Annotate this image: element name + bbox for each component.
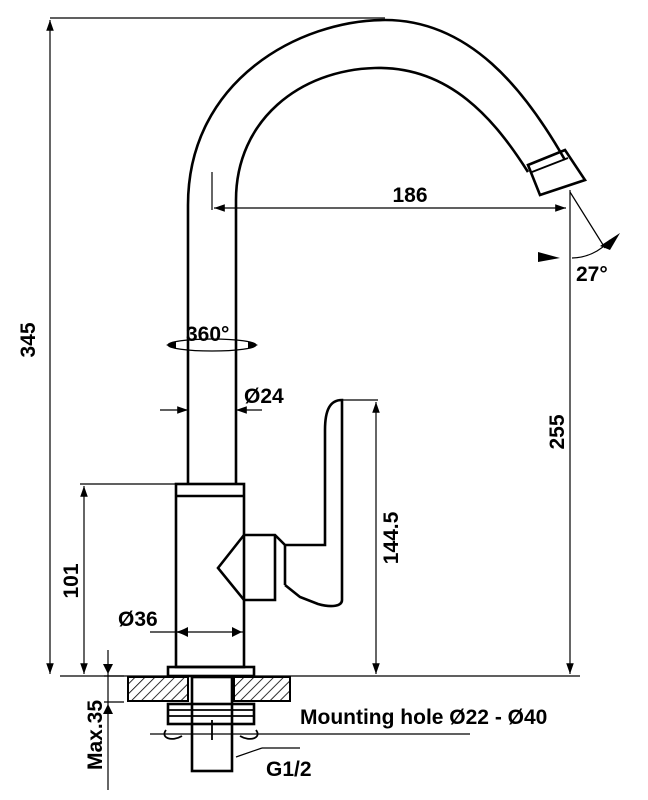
handle-height-label: 144.5 xyxy=(380,511,403,564)
body-height-label: 101 xyxy=(60,563,83,598)
rotation-label: 360° xyxy=(186,323,229,346)
spout-inner-edge xyxy=(234,66,530,484)
mounting-nut xyxy=(166,702,256,726)
countertop-left xyxy=(127,676,189,702)
mounting-stud xyxy=(190,675,234,773)
base-flange xyxy=(166,665,256,678)
handle-lever xyxy=(244,398,344,608)
dimension-lines xyxy=(46,17,620,790)
faucet-body xyxy=(174,482,246,669)
faucet-outline xyxy=(166,18,588,678)
outlet-height-label: 255 xyxy=(546,414,569,449)
handle-cartridge xyxy=(216,534,277,602)
dimension-labels: 345 186 27° 360° Ø24 255 144.5 101 Ø36 M… xyxy=(17,184,608,781)
spout-outer-edge xyxy=(186,18,567,484)
mounting-section xyxy=(60,675,580,773)
mounting-hole-label: Mounting hole Ø22 - Ø40 xyxy=(300,706,547,729)
countertop-right xyxy=(233,676,291,702)
max-thickness-label: Max.35 xyxy=(84,700,107,770)
spout-angle-label: 27° xyxy=(576,263,608,286)
total-height-label: 345 xyxy=(17,322,40,357)
spout-reach-label: 186 xyxy=(392,184,427,207)
spout-nozzle xyxy=(526,148,588,197)
thread-label: G1/2 xyxy=(266,758,312,781)
body-diameter-label: Ø36 xyxy=(118,608,158,631)
spout-diameter-label: Ø24 xyxy=(244,385,284,408)
